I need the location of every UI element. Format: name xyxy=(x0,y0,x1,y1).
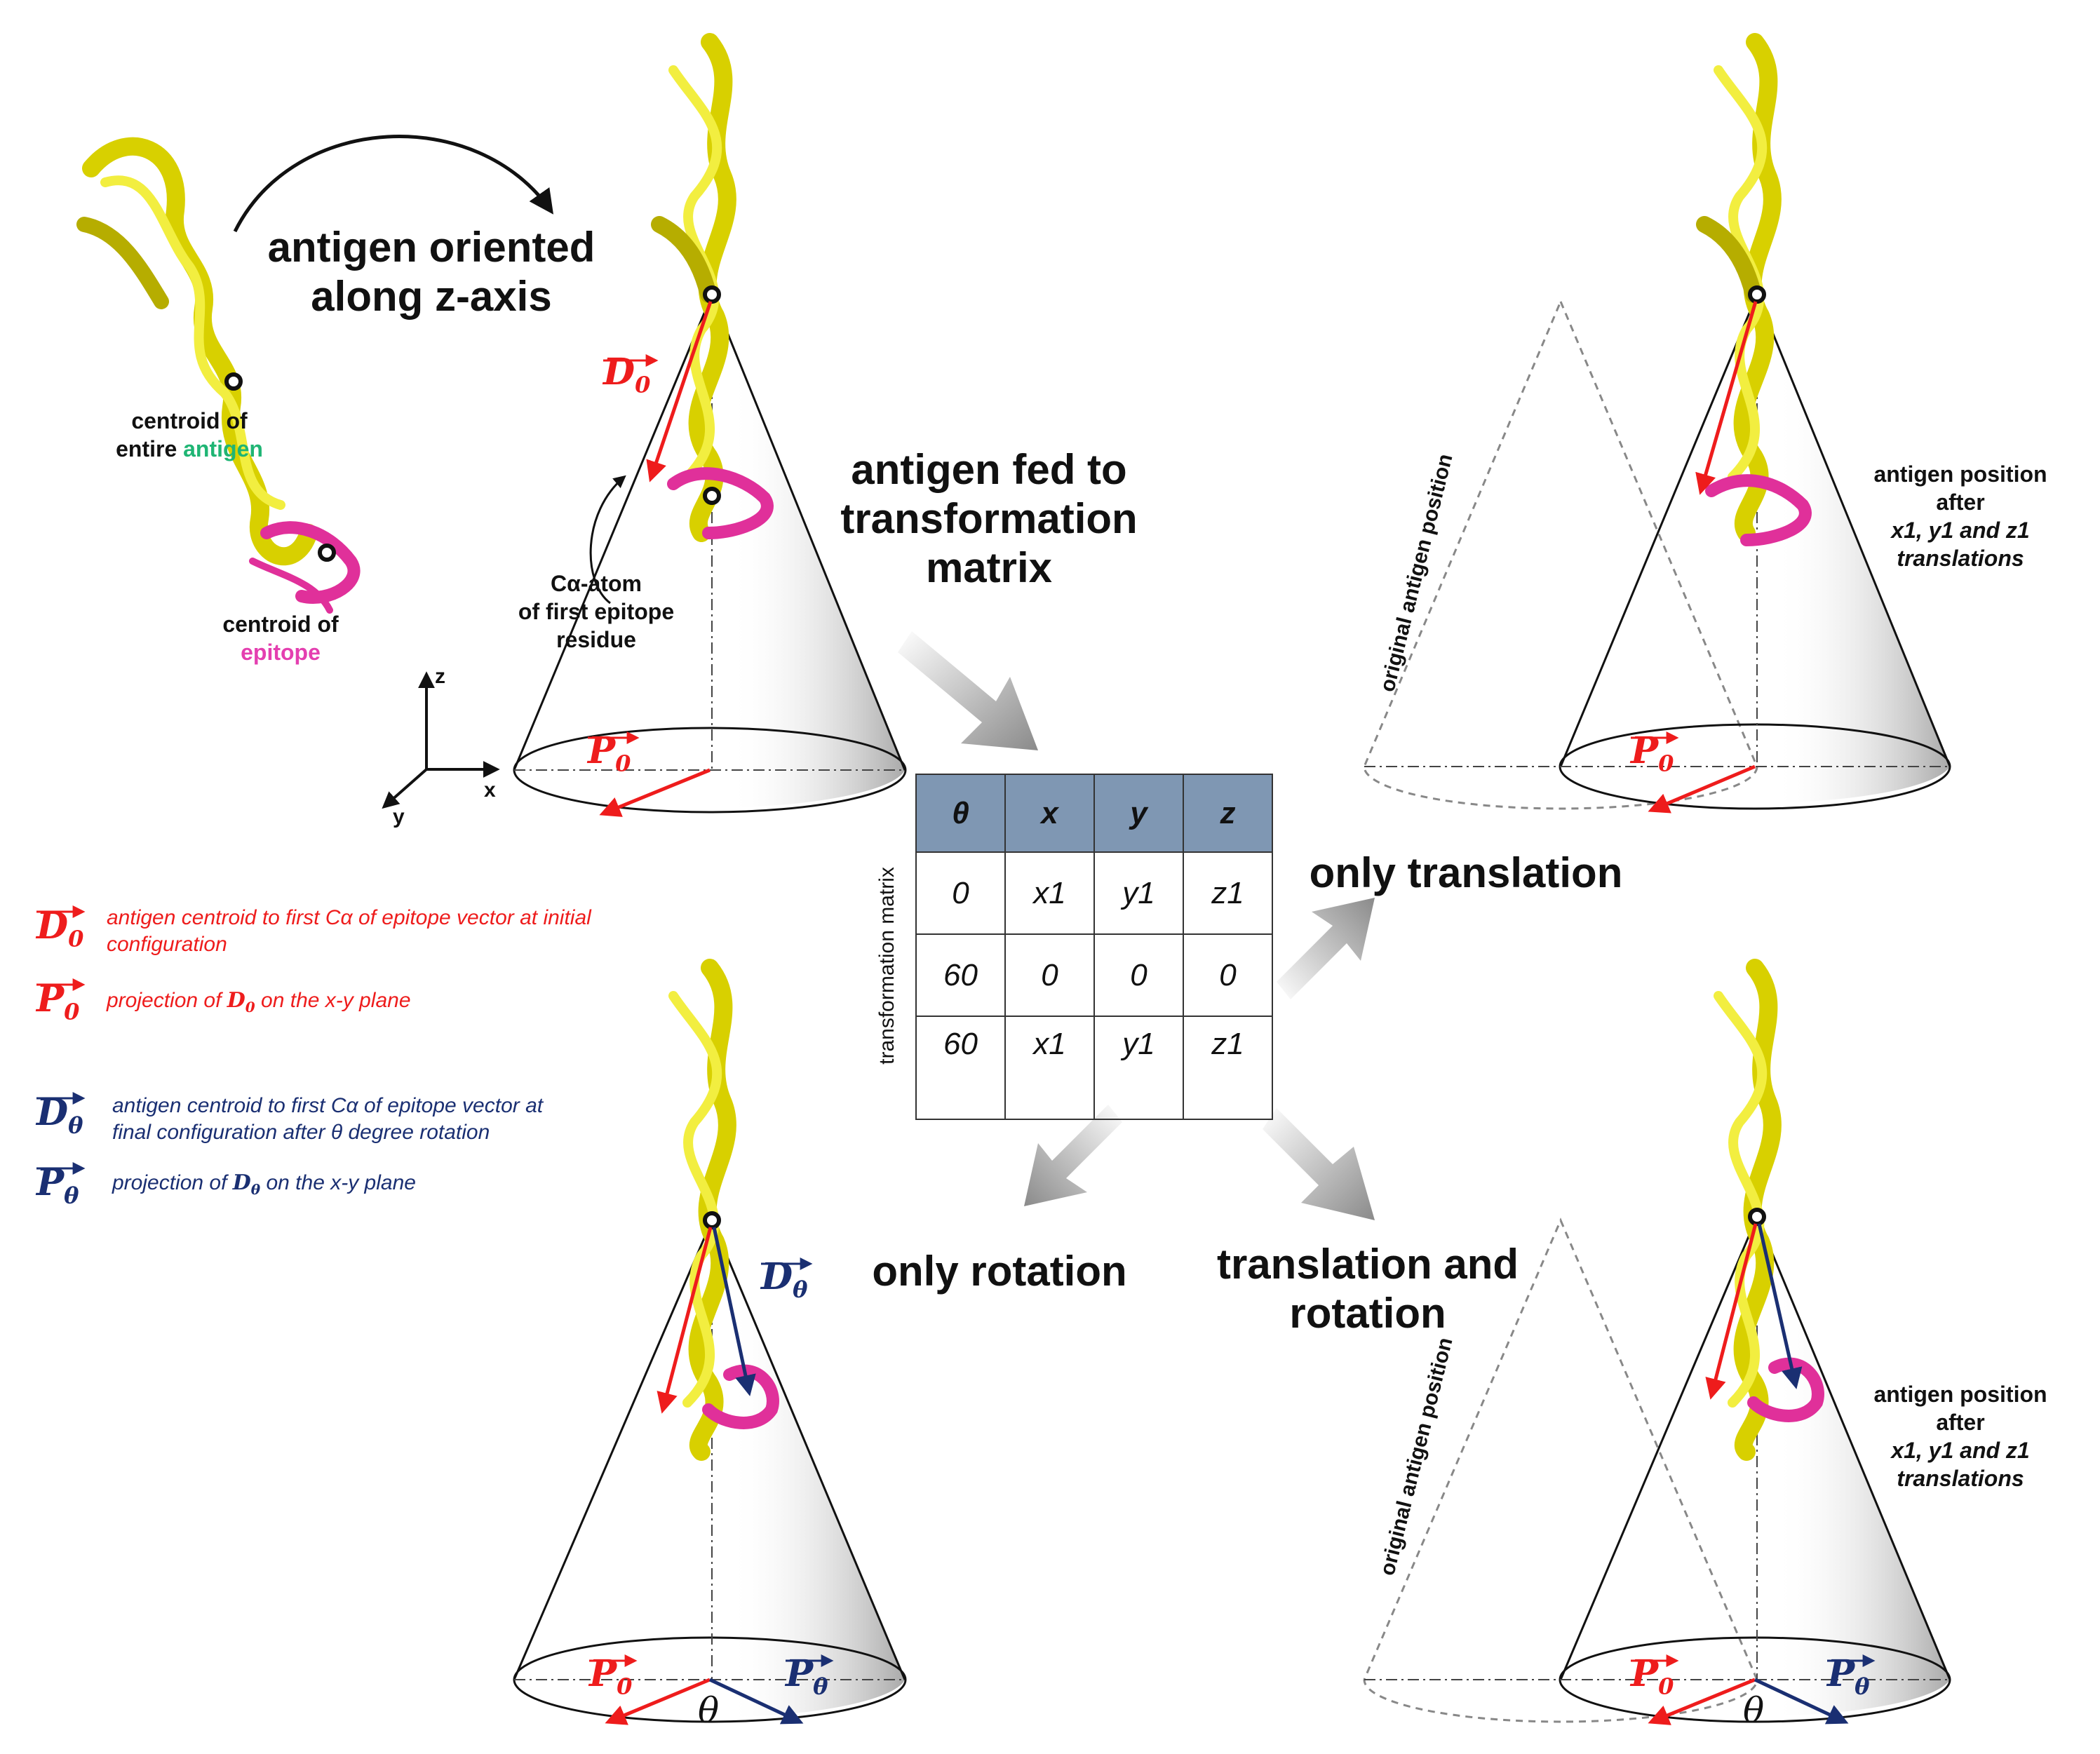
d0-vector-label: D0 xyxy=(603,351,651,398)
cone-translation-rotation xyxy=(1363,959,1951,1725)
matrix-header-theta: θ xyxy=(915,774,1006,853)
matrix-cell: x1 xyxy=(1004,851,1095,935)
matrix-cell: 60 xyxy=(915,933,1006,1017)
centroid-antigen-prefix: entire xyxy=(116,436,184,461)
epitope-word: epitope xyxy=(241,640,321,665)
fed-line-3: matrix xyxy=(925,544,1053,591)
legend-p0-symbol: P0 xyxy=(36,978,80,1025)
matrix-cell: 0 xyxy=(1093,933,1184,1017)
oriented-label: antigen oriented along z-axis xyxy=(231,223,631,321)
theta-label-1: θ xyxy=(698,1690,720,1731)
after-bottom-line-1: antigen position xyxy=(1873,1382,2047,1407)
after-top-line-3: x1, y1 and z1 xyxy=(1891,518,2030,543)
oriented-line-2: along z-axis xyxy=(311,273,552,320)
fed-line-1: antigen fed to xyxy=(851,446,1127,493)
after-bottom-line-4: translations xyxy=(1897,1466,2024,1491)
matrix-cell: 0 xyxy=(915,851,1006,935)
legend-d0-line-1: antigen centroid to first Cα of epitope … xyxy=(107,906,591,929)
axis-y-label: y xyxy=(393,805,405,828)
matrix-row: 0 x1 y1 z1 xyxy=(915,851,1273,935)
dtheta-vector-label: Dθ xyxy=(761,1255,808,1303)
legend-dtheta-line-2: final configuration after θ degree rotat… xyxy=(112,1121,490,1144)
legend-d0-text: antigen centroid to first Cα of epitope … xyxy=(107,905,591,958)
oriented-line-1: antigen oriented xyxy=(267,224,595,271)
matrix-row: 60 x1 y1 z1 xyxy=(915,1016,1273,1120)
fed-line-2: transformation xyxy=(840,495,1138,542)
calpha-line-2: of first epitope xyxy=(518,599,675,624)
matrix-cell: y1 xyxy=(1093,851,1184,935)
centroid-antigen-label: centroid of entire antigen xyxy=(105,407,274,463)
cone-rotation xyxy=(513,959,907,1725)
matrix-cell: 0 xyxy=(1004,933,1095,1017)
legend-dtheta-text: antigen centroid to first Cα of epitope … xyxy=(112,1093,543,1146)
matrix-cell: z1 xyxy=(1183,1016,1273,1120)
fed-label: antigen fed to transformation matrix xyxy=(807,445,1171,593)
translation-rotation-line-1: translation and xyxy=(1216,1241,1519,1288)
matrix-cell: x1 xyxy=(1004,1016,1095,1120)
after-bottom-line-2: after xyxy=(1936,1410,1985,1435)
axis-x-label: x xyxy=(484,778,496,802)
matrix-header-row: θ x y z xyxy=(915,774,1273,853)
matrix-cell: 60 xyxy=(915,1016,1006,1120)
legend-dtheta-symbol: Dθ xyxy=(36,1091,83,1139)
only-rotation-label: only rotation xyxy=(872,1248,1127,1295)
axis-z-label: z xyxy=(435,665,445,688)
p0-vector-label-4: P0 xyxy=(1631,1652,1674,1700)
legend-ptheta-symbol: Pθ xyxy=(36,1161,79,1209)
axes-triad xyxy=(382,671,500,809)
matrix-row: 60 0 0 0 xyxy=(915,933,1273,1017)
p0-vector-label-2: P0 xyxy=(1631,729,1674,777)
p0-vector-label-1: P0 xyxy=(588,729,631,777)
after-top-line-2: after xyxy=(1936,490,1985,515)
after-top-line-1: antigen position xyxy=(1873,461,2047,487)
calpha-label: Cα-atom of first epitope residue xyxy=(498,569,694,654)
centroid-epitope-label: centroid of epitope xyxy=(196,610,365,666)
matrix-cell: z1 xyxy=(1183,851,1273,935)
theta-label-2: θ xyxy=(1743,1690,1765,1731)
legend-dtheta-line-1: antigen centroid to first Cα of epitope … xyxy=(112,1094,544,1117)
p0-vector-label-3: P0 xyxy=(589,1652,633,1700)
matrix-header-y: y xyxy=(1093,774,1184,853)
matrix-cell: y1 xyxy=(1093,1016,1184,1120)
legend-p0-text: projection of D0 on the x-y plane xyxy=(107,988,411,1016)
legend-d0-line-2: configuration xyxy=(107,933,227,956)
centroid-antigen-line-1: centroid of xyxy=(131,408,248,433)
ptheta-vector-label-1: Pθ xyxy=(786,1652,828,1700)
matrix-side-label: transformation matrix xyxy=(875,867,898,1065)
antigen-word: antigen xyxy=(183,436,263,461)
translation-rotation-line-2: rotation xyxy=(1289,1290,1446,1337)
antigen-structure-initial xyxy=(76,137,361,614)
legend-ptheta-text: projection of Dθ on the x-y plane xyxy=(112,1171,416,1198)
after-translation-label-bottom: antigen position after x1, y1 and z1 tra… xyxy=(1845,1380,2076,1492)
legend-d0-symbol: D0 xyxy=(36,905,84,952)
matrix-cell: 0 xyxy=(1183,933,1273,1017)
flow-arrows xyxy=(898,631,1375,1220)
orient-arrow xyxy=(233,135,554,233)
transformation-matrix: θ x y z 0 x1 y1 z1 60 0 0 0 60 x1 y1 z1 xyxy=(915,774,1273,1120)
ptheta-vector-label-2: Pθ xyxy=(1827,1652,1870,1700)
matrix-header-z: z xyxy=(1183,774,1273,853)
translation-rotation-label: translation and rotation xyxy=(1178,1240,1557,1338)
matrix-header-x: x xyxy=(1004,774,1095,853)
calpha-line-1: Cα-atom xyxy=(551,571,642,596)
cone-translation xyxy=(1363,33,1951,814)
centroid-epitope-line-1: centroid of xyxy=(222,612,339,637)
calpha-line-3: residue xyxy=(556,627,636,652)
after-bottom-line-3: x1, y1 and z1 xyxy=(1891,1438,2030,1463)
after-top-line-4: translations xyxy=(1897,546,2024,571)
only-translation-label: only translation xyxy=(1309,849,1623,896)
cone-initial xyxy=(513,33,907,817)
after-translation-label-top: antigen position after x1, y1 and z1 tra… xyxy=(1845,460,2076,572)
legend-arrows xyxy=(36,354,1876,1667)
